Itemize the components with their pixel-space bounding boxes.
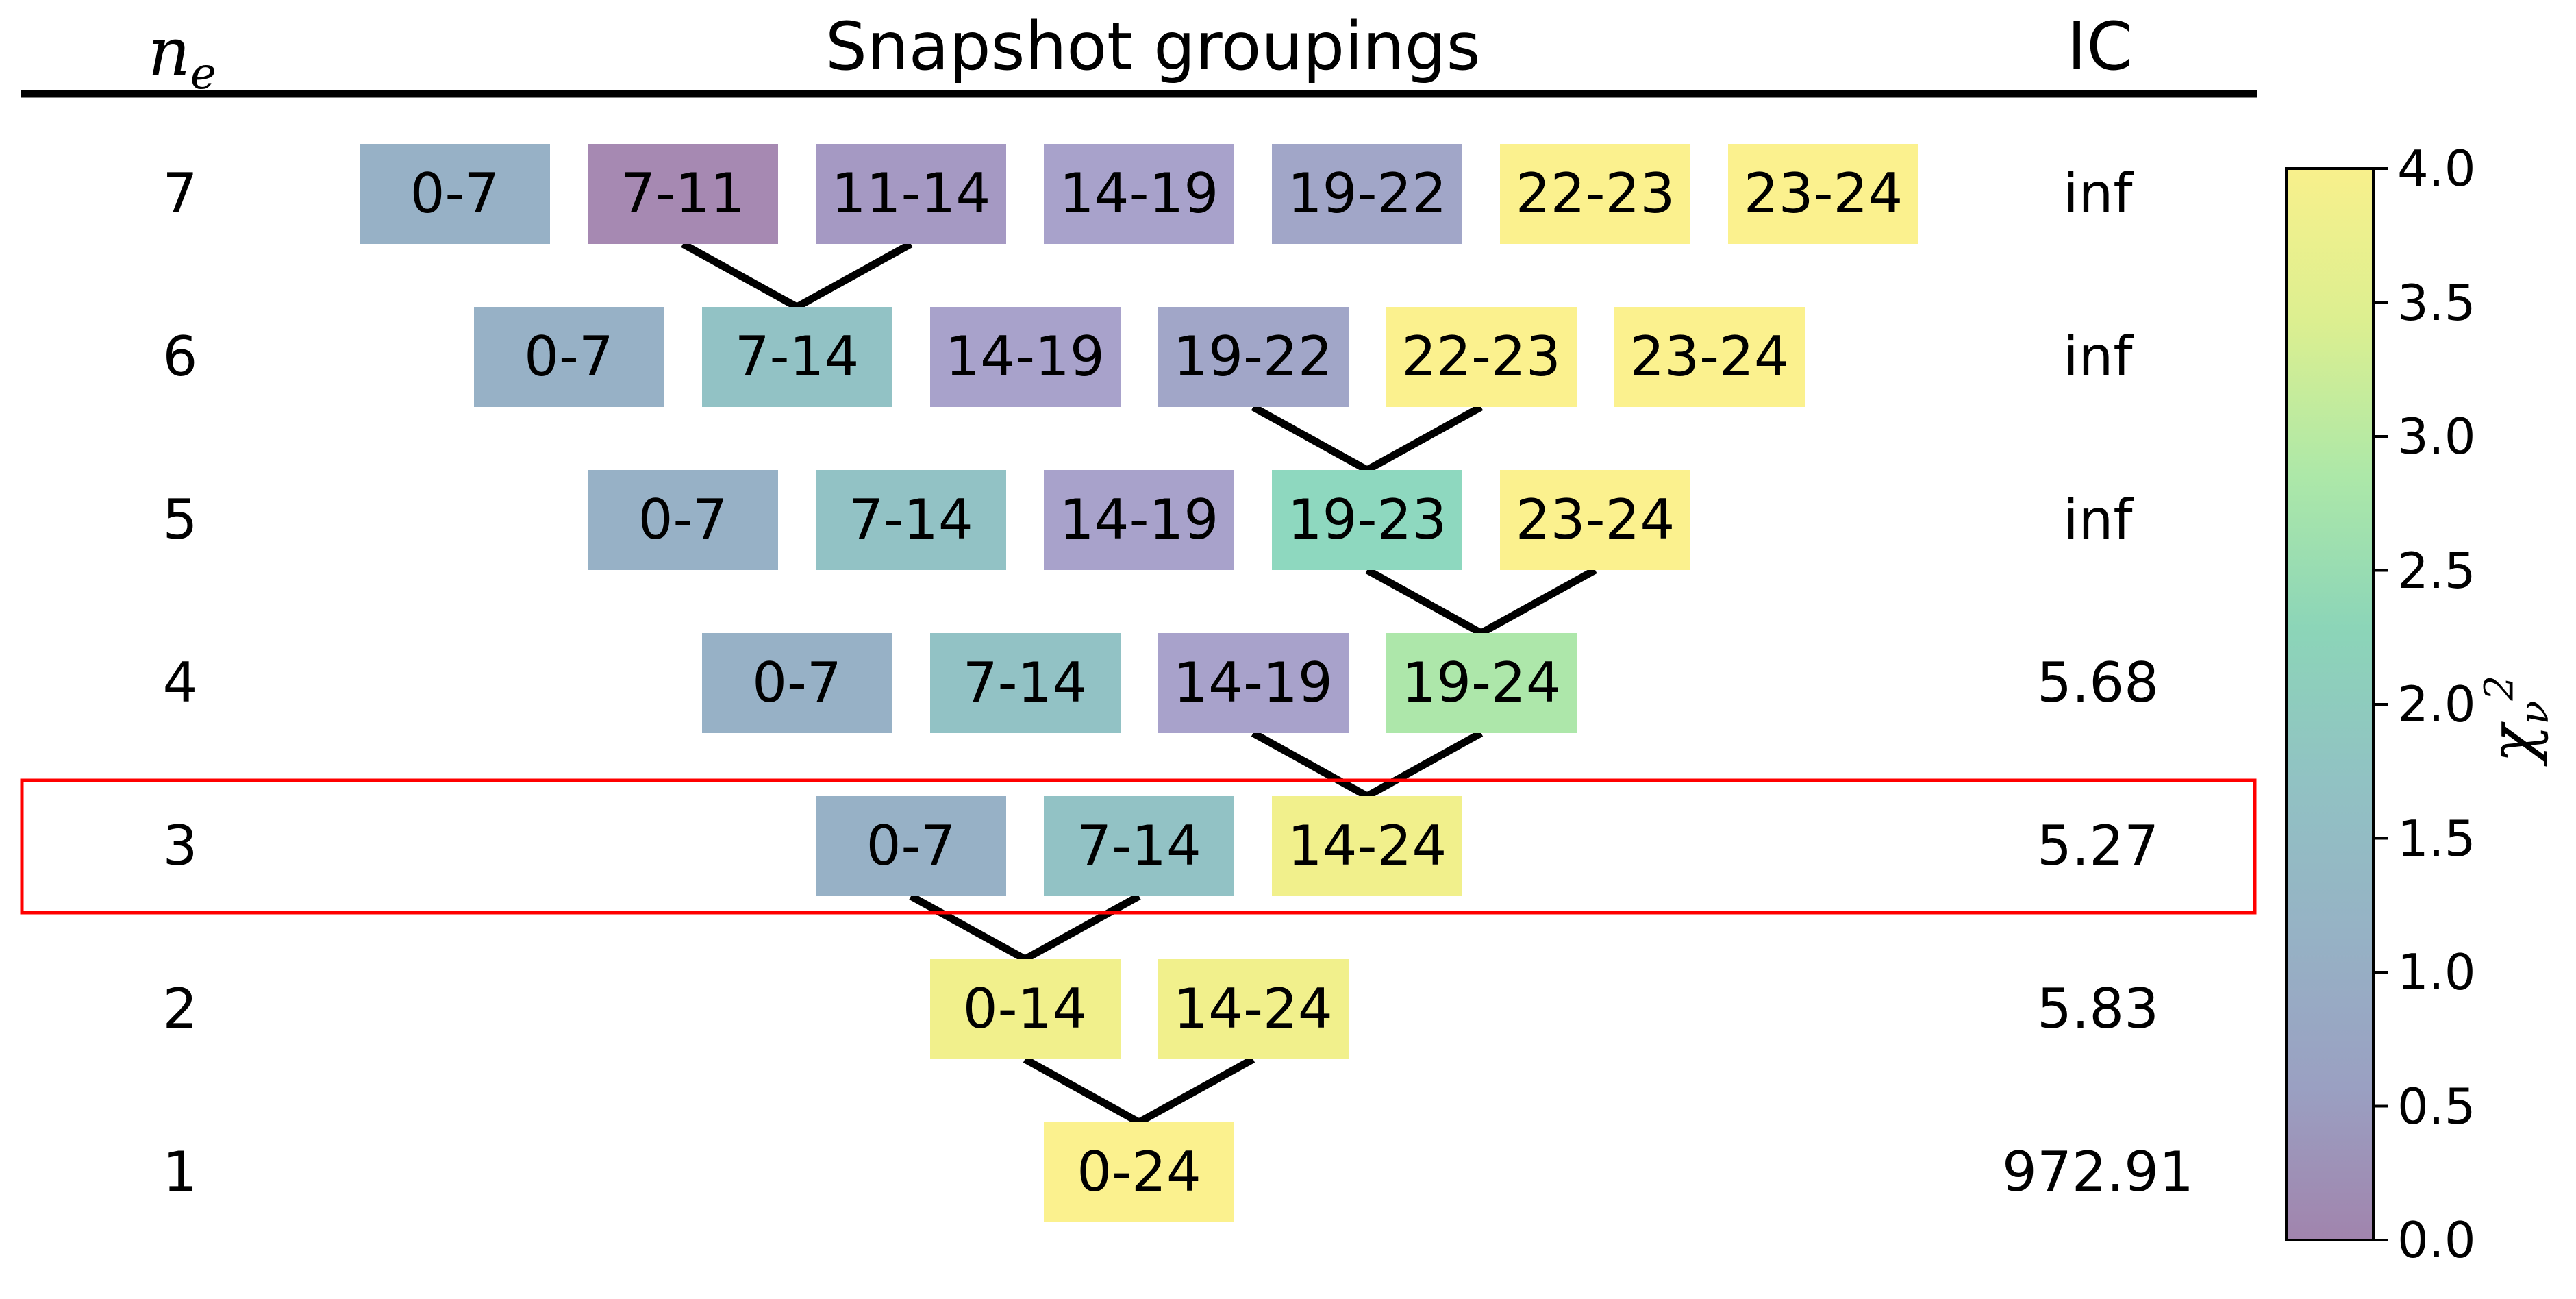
merge-connector — [1023, 1056, 1255, 1127]
grouping-cell: 23-24 — [1500, 470, 1690, 570]
colorbar-tick-label: 4.0 — [2397, 140, 2476, 197]
grouping-cell: 14-19 — [929, 307, 1121, 407]
colorbar — [2285, 167, 2375, 1241]
grouping-cell: 23-24 — [1728, 144, 1918, 244]
chi-symbol: χ — [2476, 724, 2550, 763]
grouping-cell: 7-11 — [588, 144, 778, 244]
ic-value: 5.68 — [2036, 651, 2160, 715]
selected-row-highlight — [20, 778, 2257, 915]
merge-connector — [1251, 730, 1484, 801]
grouping-cell: 0-7 — [473, 307, 664, 407]
grouping-cell: 22-23 — [1386, 307, 1577, 407]
grouping-cell: 11-14 — [816, 144, 1006, 244]
grouping-cell: 0-7 — [701, 633, 892, 733]
grouping-cell: 7-14 — [929, 633, 1121, 733]
grouping-cell: 14-19 — [1158, 633, 1349, 733]
grouping-cell: 19-22 — [1158, 307, 1349, 407]
grouping-cell: 14-19 — [1044, 470, 1234, 570]
grouping-cell: 14-24 — [1272, 796, 1462, 896]
grouping-cell: 7-14 — [816, 470, 1006, 570]
ic-value: 5.27 — [2036, 814, 2160, 878]
grouping-cell: 14-19 — [1044, 144, 1234, 244]
colorbar-label: χν2 — [2475, 676, 2557, 763]
grouping-cell: 0-24 — [1044, 1122, 1234, 1222]
grouping-cell: 0-14 — [929, 959, 1121, 1059]
grouping-cell: 0-7 — [816, 796, 1006, 896]
grouping-cell: 14-24 — [1158, 959, 1349, 1059]
grouping-cell: 22-23 — [1500, 144, 1690, 244]
grouping-cell: 19-24 — [1386, 633, 1577, 733]
squared-superscript: 2 — [2475, 675, 2523, 701]
ne-value: 4 — [162, 651, 198, 715]
colorbar-tick-label: 2.5 — [2397, 541, 2476, 599]
colorbar-tick-label: 2.0 — [2397, 676, 2476, 733]
grouping-cell: 0-7 — [588, 470, 778, 570]
ic-value: 972.91 — [2002, 1140, 2194, 1204]
colorbar-tick-label: 1.0 — [2397, 943, 2476, 1001]
ne-value: 1 — [162, 1140, 198, 1204]
ne-value: 7 — [162, 162, 198, 225]
ic-value: inf — [2063, 162, 2133, 225]
merge-connector — [681, 240, 913, 312]
colorbar-ticks — [2373, 167, 2388, 1241]
grouping-cell: 7-14 — [1044, 796, 1234, 896]
grouping-cell: 23-24 — [1614, 307, 1805, 407]
colorbar-tick-label: 0.0 — [2397, 1211, 2476, 1269]
ic-value: inf — [2063, 488, 2133, 552]
ne-value: 3 — [162, 814, 198, 878]
colorbar-tick-label: 0.5 — [2397, 1077, 2476, 1135]
nu-subscript: ν — [2510, 700, 2558, 725]
groupings-column-header: Snapshot groupings — [825, 8, 1481, 85]
merge-connector — [909, 893, 1141, 964]
grouping-cell: 0-7 — [360, 144, 550, 244]
ne-value: 5 — [162, 488, 198, 552]
ne-subscript: e — [190, 49, 216, 100]
colorbar-tick-label: 3.0 — [2397, 408, 2476, 465]
ne-column-header: ne — [148, 19, 216, 96]
colorbar-tick-label: 1.5 — [2397, 809, 2476, 867]
ic-value: inf — [2063, 325, 2133, 388]
colorbar-tick-label: 3.5 — [2397, 273, 2476, 332]
grouping-cell: 19-22 — [1272, 144, 1462, 244]
merge-connector — [1251, 404, 1484, 475]
merge-connector — [1365, 567, 1597, 638]
ic-value: 5.83 — [2036, 977, 2160, 1041]
ne-value: 6 — [162, 325, 198, 388]
ne-symbol: n — [148, 14, 190, 90]
ic-column-header: IC — [2067, 8, 2133, 85]
grouping-cell: 19-23 — [1272, 470, 1462, 570]
grouping-cell: 7-14 — [701, 307, 892, 407]
ne-value: 2 — [162, 977, 198, 1041]
